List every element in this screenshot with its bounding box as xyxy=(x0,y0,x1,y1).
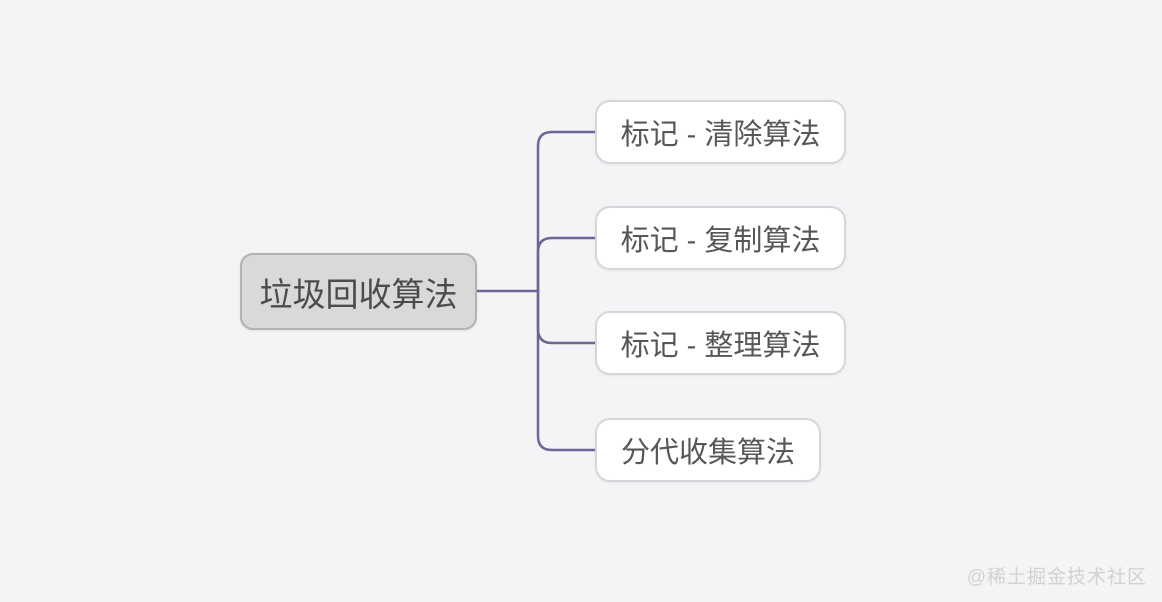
connector-branch-generational xyxy=(536,289,597,452)
node-child-mark-copy[interactable]: 标记 - 复制算法 xyxy=(595,206,846,270)
node-child-mark-sweep[interactable]: 标记 - 清除算法 xyxy=(595,100,846,164)
watermark: @稀土掘金技术社区 xyxy=(966,567,1147,588)
connector-branch-mark-copy xyxy=(536,236,597,293)
node-child-mark-compact[interactable]: 标记 - 整理算法 xyxy=(595,311,846,375)
connector-branch-mark-compact xyxy=(536,289,597,345)
node-child-generational[interactable]: 分代收集算法 xyxy=(595,418,821,482)
connector-branch-mark-sweep xyxy=(536,130,597,293)
node-root-gc-algorithms[interactable]: 垃圾回收算法 xyxy=(240,253,477,330)
